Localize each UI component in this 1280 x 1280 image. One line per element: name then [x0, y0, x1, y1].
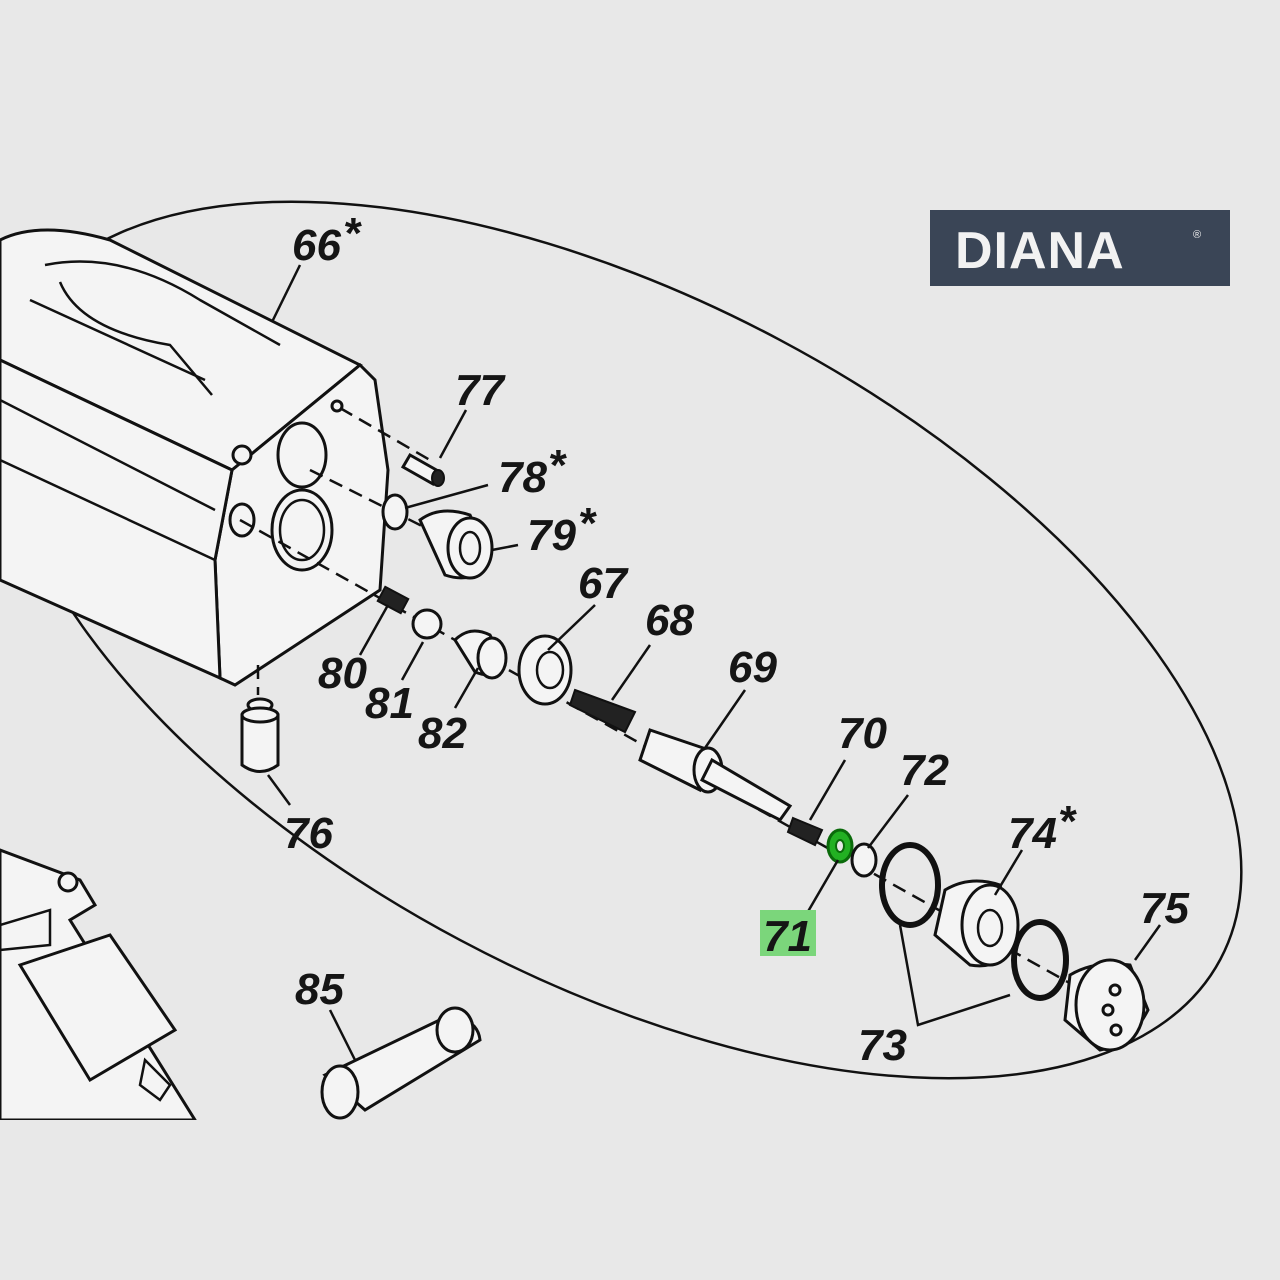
axis-line-upper — [339, 406, 431, 462]
label-66: 66 — [292, 221, 341, 270]
label-71: 71 — [763, 912, 812, 961]
part-82-valve — [453, 629, 508, 680]
part-labels: 66 * 77 78 * 79 * 67 68 69 70 71 72 73 7… — [284, 209, 1189, 1070]
label-81: 81 — [365, 679, 414, 728]
part-81-ball — [411, 608, 443, 640]
label-68: 68 — [645, 596, 694, 645]
part-85-lever — [320, 1006, 482, 1120]
brand-registered-mark: ® — [1193, 229, 1201, 241]
highlight-box-71 — [760, 910, 816, 956]
label-69: 69 — [728, 643, 777, 692]
label-78: 78 — [498, 453, 547, 502]
part-79-bushing — [418, 509, 494, 580]
label-77: 77 — [455, 366, 506, 415]
part-76-screw — [240, 665, 280, 773]
axis-line-middle — [309, 468, 431, 532]
part-73-oring-b — [1011, 919, 1069, 1001]
label-67: 67 — [578, 559, 629, 608]
label-74-star: * — [1058, 797, 1077, 846]
label-79: 79 — [527, 511, 576, 560]
part-71-washer-highlighted — [826, 828, 854, 864]
part-75-endcap — [1063, 958, 1150, 1052]
part-67-seat — [517, 634, 573, 706]
part-77-pin — [400, 452, 445, 487]
trigger-assembly — [0, 848, 197, 1120]
part-74-cap — [933, 879, 1020, 968]
leader-lines — [266, 264, 1162, 1061]
label-78-star: * — [548, 441, 567, 490]
label-74: 74 — [1008, 809, 1057, 858]
label-76: 76 — [284, 809, 333, 858]
part-68-spring — [568, 688, 637, 734]
part-78-oring — [381, 493, 409, 531]
part-69-piston — [638, 728, 793, 822]
part-73-oring-a — [879, 842, 941, 928]
label-66-star: * — [343, 209, 362, 258]
part-72-ring — [850, 842, 878, 878]
part-70-spring — [786, 816, 824, 847]
brand-name: DIANA — [955, 222, 1125, 280]
label-80: 80 — [318, 649, 367, 698]
part-80-spring — [376, 585, 410, 615]
label-82: 82 — [418, 709, 467, 758]
label-85: 85 — [295, 965, 344, 1014]
label-72: 72 — [900, 746, 949, 795]
label-75: 75 — [1140, 884, 1189, 933]
label-70: 70 — [838, 709, 887, 758]
brand-logo: DIANA ® — [930, 210, 1230, 286]
label-79-star: * — [578, 499, 597, 548]
label-73: 73 — [858, 1021, 907, 1070]
part-66-housing — [0, 228, 390, 687]
